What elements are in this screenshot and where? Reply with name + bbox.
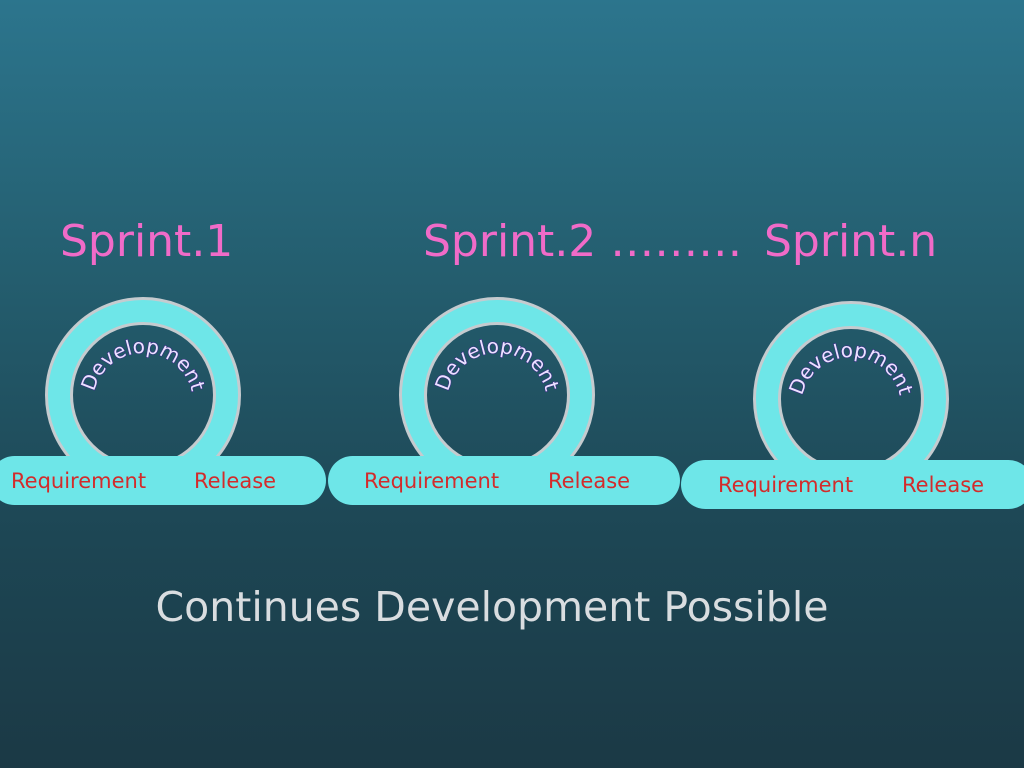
sprint-n-cycle: Development Requirement Release (681, 301, 1024, 509)
sprint-2-requirement-label: Requirement (364, 469, 499, 493)
sprint-1-requirement-label: Requirement (11, 469, 146, 493)
sprint-n-title: Sprint.n (764, 216, 938, 267)
sprint-1-phase-bar (0, 456, 326, 505)
sprint-n-requirement-label: Requirement (718, 473, 853, 497)
sprint-1-cycle: Development Requirement Release (0, 297, 326, 505)
sprint-2-release-label: Release (548, 469, 630, 493)
footer-caption: Continues Development Possible (155, 583, 829, 631)
sprint-1-title: Sprint.1 (60, 216, 234, 267)
sprint-n-phase-bar (681, 460, 1024, 509)
sprint-1-release-label: Release (194, 469, 276, 493)
sprint-2-title: Sprint.2 ……… (423, 216, 743, 267)
sprint-2-cycle: Development Requirement Release (328, 297, 680, 505)
sprint-n-release-label: Release (902, 473, 984, 497)
sprint-2-phase-bar (328, 456, 680, 505)
